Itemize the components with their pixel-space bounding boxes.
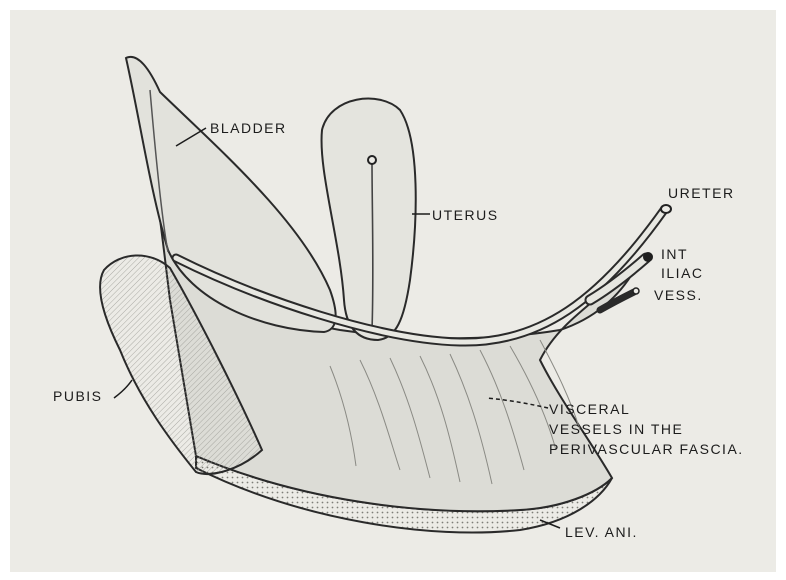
iliac-label: ILIAC bbox=[661, 265, 704, 282]
perivascular-fascia-label: PERIVASCULAR FASCIA. bbox=[549, 441, 744, 458]
visceral-label: VISCERAL bbox=[549, 401, 630, 418]
uterus-label: UTERUS bbox=[432, 207, 499, 224]
int-label: INT bbox=[661, 246, 688, 263]
ureter-label: URETER bbox=[668, 185, 735, 202]
vess-label: VESS. bbox=[654, 287, 703, 304]
ureter-end-circle bbox=[661, 205, 671, 213]
uterine-canal-line bbox=[372, 160, 373, 330]
pubis-label: PUBIS bbox=[53, 388, 103, 405]
uterus-shape bbox=[322, 99, 416, 340]
uterine-os-circle bbox=[368, 156, 376, 164]
bladder-label: BLADDER bbox=[210, 120, 287, 137]
lev-ani-label: LEV. ANI. bbox=[565, 524, 638, 541]
vessels-in-the-label: VESSELS IN THE bbox=[549, 421, 683, 438]
